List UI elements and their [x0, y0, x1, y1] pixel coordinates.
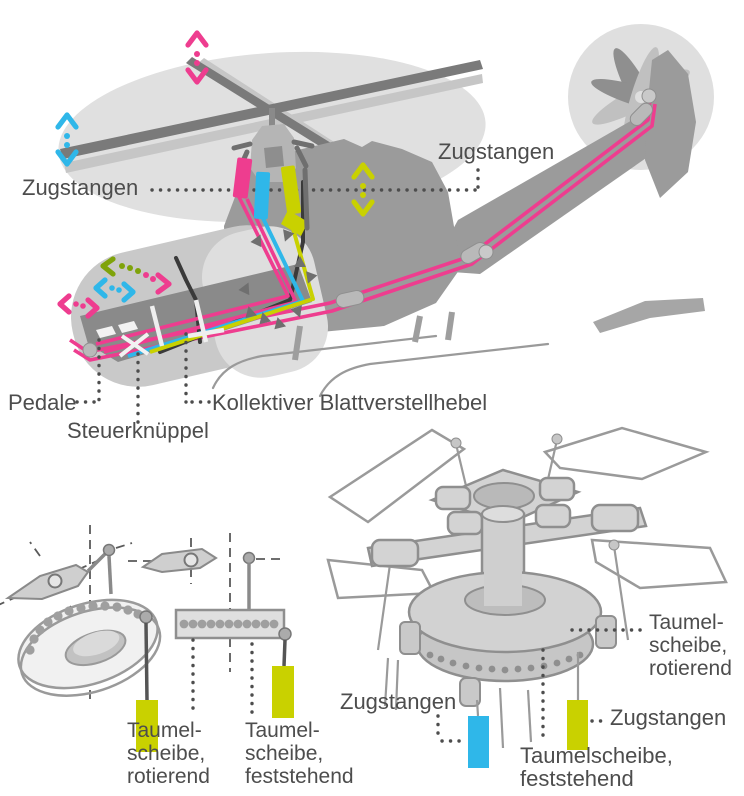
label-taumelscheibe-rotierend-schematic: Taumel- scheibe, rotierend — [127, 719, 210, 788]
yellow-motion-arrow — [351, 162, 375, 217]
collective-motion-arrow — [100, 256, 172, 295]
cyan-cyclic-arrow — [93, 277, 136, 303]
label-taumelscheibe-feststehend-detail: Taumelscheibe, feststehend — [520, 743, 673, 791]
yellow-pushrod-foot — [281, 210, 308, 236]
swashplate-ear — [595, 615, 617, 649]
rod-wire — [475, 699, 480, 717]
mast-through — [484, 560, 522, 606]
mast-top — [481, 505, 525, 523]
rotating-swashplate-ring — [17, 598, 162, 697]
detail-blades — [326, 426, 728, 600]
pink-cyclic-arrow — [57, 293, 100, 319]
blade-pivot — [47, 573, 63, 589]
pink-pushrod-run — [95, 194, 290, 346]
cockpit-controls — [96, 299, 225, 358]
label-zugstangen-detail-left: Zugstangen — [340, 689, 457, 714]
pink-motion-arrow — [185, 30, 209, 85]
landing-skid — [318, 342, 550, 398]
link-rod — [107, 555, 113, 595]
rod-wire — [498, 687, 505, 749]
label-taumelscheibe-feststehend-schematic: Taumel- scheibe, feststehend — [245, 719, 354, 788]
joint — [478, 244, 494, 260]
pedal — [96, 326, 116, 338]
label-zugstangen-main: Zugstangen — [22, 175, 139, 200]
rod-wire — [383, 657, 390, 707]
label-zugstangen-tail: Zugstangen — [438, 139, 555, 164]
blade-pivot — [183, 552, 199, 568]
yellow-pushrod-symbol — [567, 700, 588, 750]
cyan-pushrod-symbol — [468, 716, 489, 768]
rod-wire — [526, 689, 533, 743]
tick-dashed — [29, 541, 41, 557]
ball-joint — [139, 610, 153, 624]
head-linkage — [231, 141, 253, 151]
pitch-link — [86, 550, 109, 573]
head-linkage — [294, 145, 309, 169]
pedal — [118, 321, 138, 333]
rotor-head — [231, 124, 315, 236]
clevis — [459, 677, 481, 707]
tail-fin — [645, 50, 696, 198]
bellcrank — [335, 290, 365, 308]
bearing-balls — [426, 651, 584, 674]
label-taumelscheibe-rotierend-detail: Taumel- scheibe, rotierend — [649, 611, 732, 680]
pushrod-wire — [282, 639, 287, 667]
skid-strut — [412, 315, 423, 343]
rod-wire — [394, 659, 400, 711]
rotor-head-notch — [264, 146, 284, 168]
head-linkage — [291, 139, 315, 149]
yellow-pushrod-symbol — [272, 666, 294, 718]
bellcrank — [629, 102, 653, 126]
landing-skid — [211, 334, 438, 390]
ball-joint — [242, 551, 256, 565]
cyan-motion-arrow — [55, 112, 79, 167]
tail-pushrod-run — [73, 103, 657, 362]
yellow-pushrod-symbol — [136, 700, 158, 752]
ball-joint — [608, 539, 620, 551]
skid-strut — [292, 325, 303, 361]
cyclic-stick-rod — [174, 256, 202, 344]
pink-pushrod — [232, 157, 253, 199]
main-rotor — [58, 51, 486, 223]
bearing-balls — [25, 601, 143, 655]
bearing-balls — [179, 619, 279, 629]
joint — [641, 88, 657, 104]
swashplate-schematic — [0, 525, 294, 752]
flow-arrowheads — [238, 229, 318, 330]
label-steuerknueppel: Steuerknüppel — [67, 418, 209, 443]
movement-arrows — [55, 30, 375, 319]
swashplate-ear — [399, 621, 421, 655]
ball-joint — [278, 627, 292, 641]
label-zugstangen-detail-right: Zugstangen — [610, 705, 727, 730]
rotor-head-detail — [326, 426, 728, 768]
pushrod-wire — [144, 622, 149, 701]
skid-strut — [445, 311, 455, 341]
pitch-link — [454, 443, 469, 491]
ball-joint — [102, 543, 116, 557]
label-kollektiv: Kollektiver Blattverstellhebel — [212, 390, 488, 415]
joint — [82, 342, 98, 358]
cyan-pushrod — [253, 171, 271, 220]
yellow-pushrod — [280, 165, 302, 215]
ball-joint — [551, 433, 563, 445]
ball-joint — [450, 437, 462, 449]
label-pedale: Pedale — [8, 390, 77, 415]
tick-dashed — [115, 542, 133, 549]
rotor-blade-symbol — [140, 547, 218, 574]
horizontal-stabilizer — [593, 298, 705, 333]
control-runs — [69, 88, 657, 362]
pitch-link — [612, 545, 630, 641]
